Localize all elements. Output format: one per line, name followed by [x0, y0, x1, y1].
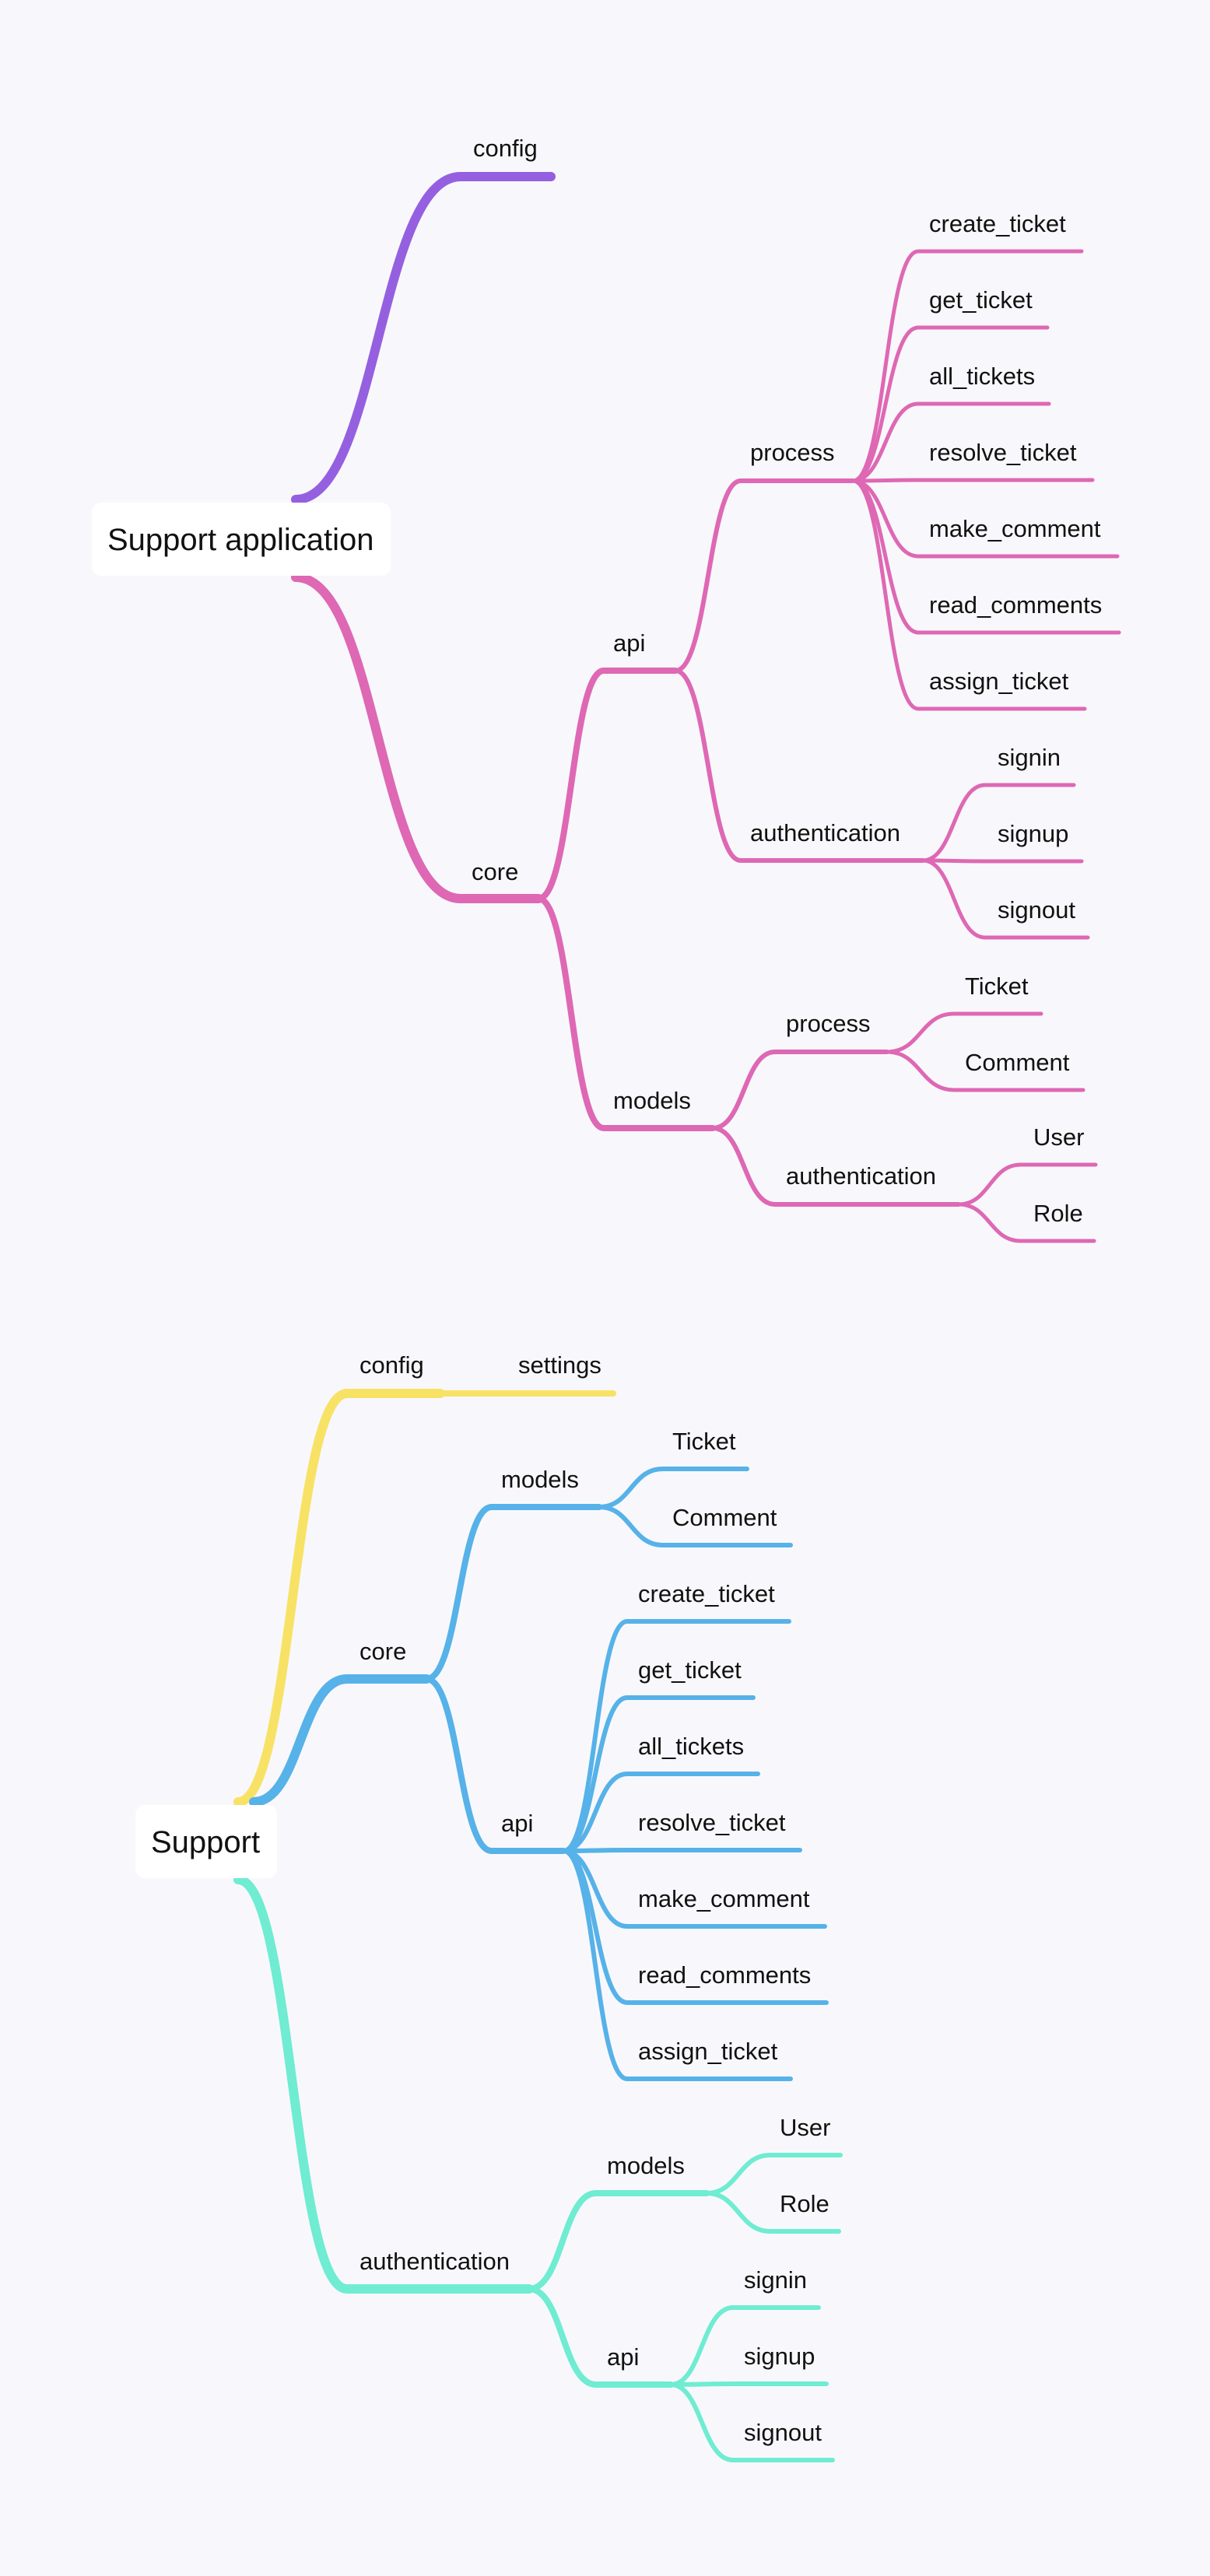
edge-mproc-comment	[885, 1050, 1085, 1092]
edge-mproc-ticket	[885, 1011, 1043, 1054]
leaf-signin-2[interactable]: signin	[744, 2266, 807, 2294]
edge-api2-get-ticket	[561, 1695, 756, 1853]
edge-mauth-user	[956, 1162, 1098, 1207]
node-config-2[interactable]: config	[359, 1351, 424, 1379]
leaf-signout-2[interactable]: signout	[744, 2419, 822, 2446]
node-models-authentication[interactable]: authentication	[786, 1162, 936, 1190]
leaf-role-model[interactable]: Role	[1033, 1200, 1083, 1227]
node-core-api[interactable]: api	[613, 629, 645, 657]
root-node-box-2[interactable]	[135, 1805, 277, 1878]
edge-core2-api	[423, 1676, 566, 1854]
root-node-label-2[interactable]: Support	[151, 1825, 260, 1859]
root-node-box[interactable]	[92, 503, 391, 576]
node-core-api-2[interactable]: api	[501, 1810, 533, 1837]
leaf-create-ticket[interactable]: create_ticket	[929, 210, 1066, 237]
edge-root-config	[291, 172, 556, 504]
leaf-role-2[interactable]: Role	[780, 2190, 829, 2217]
edge-mauth-role	[956, 1202, 1096, 1243]
leaf-create-ticket-2[interactable]: create_ticket	[638, 1580, 775, 1607]
leaf-settings[interactable]: settings	[518, 1351, 601, 1379]
leaf-resolve-ticket-2[interactable]: resolve_ticket	[638, 1809, 786, 1836]
edge-auth-signup	[921, 858, 1084, 864]
edge-aapi-signout	[668, 2382, 835, 2462]
leaf-get-ticket-2[interactable]: get_ticket	[638, 1656, 742, 1684]
edge-models2-ticket	[597, 1467, 749, 1509]
edge-process-make-comment	[851, 478, 1120, 559]
edge-root2-core	[249, 1674, 431, 1807]
edge-process-create-ticket	[851, 249, 1084, 483]
leaf-make-comment-2[interactable]: make_comment	[638, 1885, 810, 1912]
edge-root-core	[291, 573, 543, 903]
node-authentication-2[interactable]: authentication	[359, 2248, 510, 2275]
edge-process-assign-ticket	[851, 478, 1087, 711]
leaf-user-model[interactable]: User	[1033, 1123, 1084, 1151]
leaf-ticket-model[interactable]: Ticket	[965, 973, 1029, 1000]
edge-models2-comment	[597, 1505, 793, 1547]
edge-aapi-signin	[668, 2305, 821, 2387]
edge-auth-signin	[921, 783, 1076, 863]
leaf-resolve-ticket[interactable]: resolve_ticket	[929, 439, 1077, 466]
edge-api-process	[673, 478, 855, 673]
leaf-comment-model[interactable]: Comment	[965, 1049, 1070, 1076]
edge-amodels-user	[704, 2153, 843, 2196]
edge-root2-authentication	[233, 1875, 534, 2294]
edge-core2-models	[423, 1504, 602, 1682]
mind-map-2: Support config settings core models Tick…	[135, 1351, 830, 2446]
node-api-authentication[interactable]: authentication	[750, 819, 900, 846]
node-core[interactable]: core	[472, 858, 518, 885]
node-api-process[interactable]: process	[750, 439, 835, 466]
edge-process-get-ticket	[851, 325, 1050, 483]
edge-amodels-role	[704, 2191, 841, 2234]
edge-core-api	[535, 668, 679, 902]
leaf-assign-ticket[interactable]: assign_ticket	[929, 668, 1069, 695]
edge-auth2-api	[526, 2286, 674, 2388]
node-core-models-2[interactable]: models	[501, 1466, 579, 1493]
edge-models-authentication	[710, 1126, 961, 1207]
mind-map-1: Support application config core api mode…	[92, 135, 1102, 1227]
edges-layer	[233, 172, 1121, 2462]
leaf-all-tickets[interactable]: all_tickets	[929, 363, 1035, 390]
edge-process-all-tickets	[851, 401, 1051, 483]
node-config[interactable]: config	[473, 135, 538, 162]
node-auth-api-2[interactable]: api	[607, 2343, 639, 2371]
leaf-all-tickets-2[interactable]: all_tickets	[638, 1733, 744, 1760]
leaf-make-comment[interactable]: make_comment	[929, 515, 1101, 542]
edge-auth-signout	[921, 858, 1090, 940]
node-core-models[interactable]: models	[613, 1087, 691, 1114]
leaf-signup[interactable]: signup	[998, 820, 1068, 847]
leaf-get-ticket[interactable]: get_ticket	[929, 286, 1033, 314]
edge-api-authentication	[673, 668, 925, 863]
edge-auth2-models	[526, 2190, 710, 2292]
leaf-comment-2[interactable]: Comment	[672, 1504, 777, 1531]
leaf-read-comments-2[interactable]: read_comments	[638, 1961, 811, 1989]
node-models-process[interactable]: process	[786, 1010, 871, 1037]
edge-api2-resolve-ticket	[561, 1848, 802, 1853]
leaf-signup-2[interactable]: signup	[744, 2343, 815, 2370]
leaf-assign-ticket-2[interactable]: assign_ticket	[638, 2038, 778, 2065]
node-auth-models-2[interactable]: models	[607, 2152, 685, 2179]
edge-process-resolve-ticket	[851, 478, 1095, 483]
edge-aapi-signup	[668, 2381, 829, 2387]
leaf-read-comments[interactable]: read_comments	[929, 591, 1102, 619]
root-node-label[interactable]: Support application	[107, 523, 374, 557]
leaf-signin[interactable]: signin	[998, 744, 1061, 771]
edge-models-process	[710, 1050, 889, 1130]
leaf-signout[interactable]: signout	[998, 896, 1075, 924]
node-core-2[interactable]: core	[359, 1638, 406, 1665]
leaf-user-2[interactable]: User	[780, 2114, 830, 2141]
edge-root2-config	[233, 1389, 445, 1807]
leaf-ticket-2[interactable]: Ticket	[672, 1428, 736, 1455]
edge-api2-all-tickets	[561, 1772, 760, 1853]
edge-api2-assign-ticket	[561, 1849, 793, 2081]
edge-core-models	[535, 895, 716, 1131]
